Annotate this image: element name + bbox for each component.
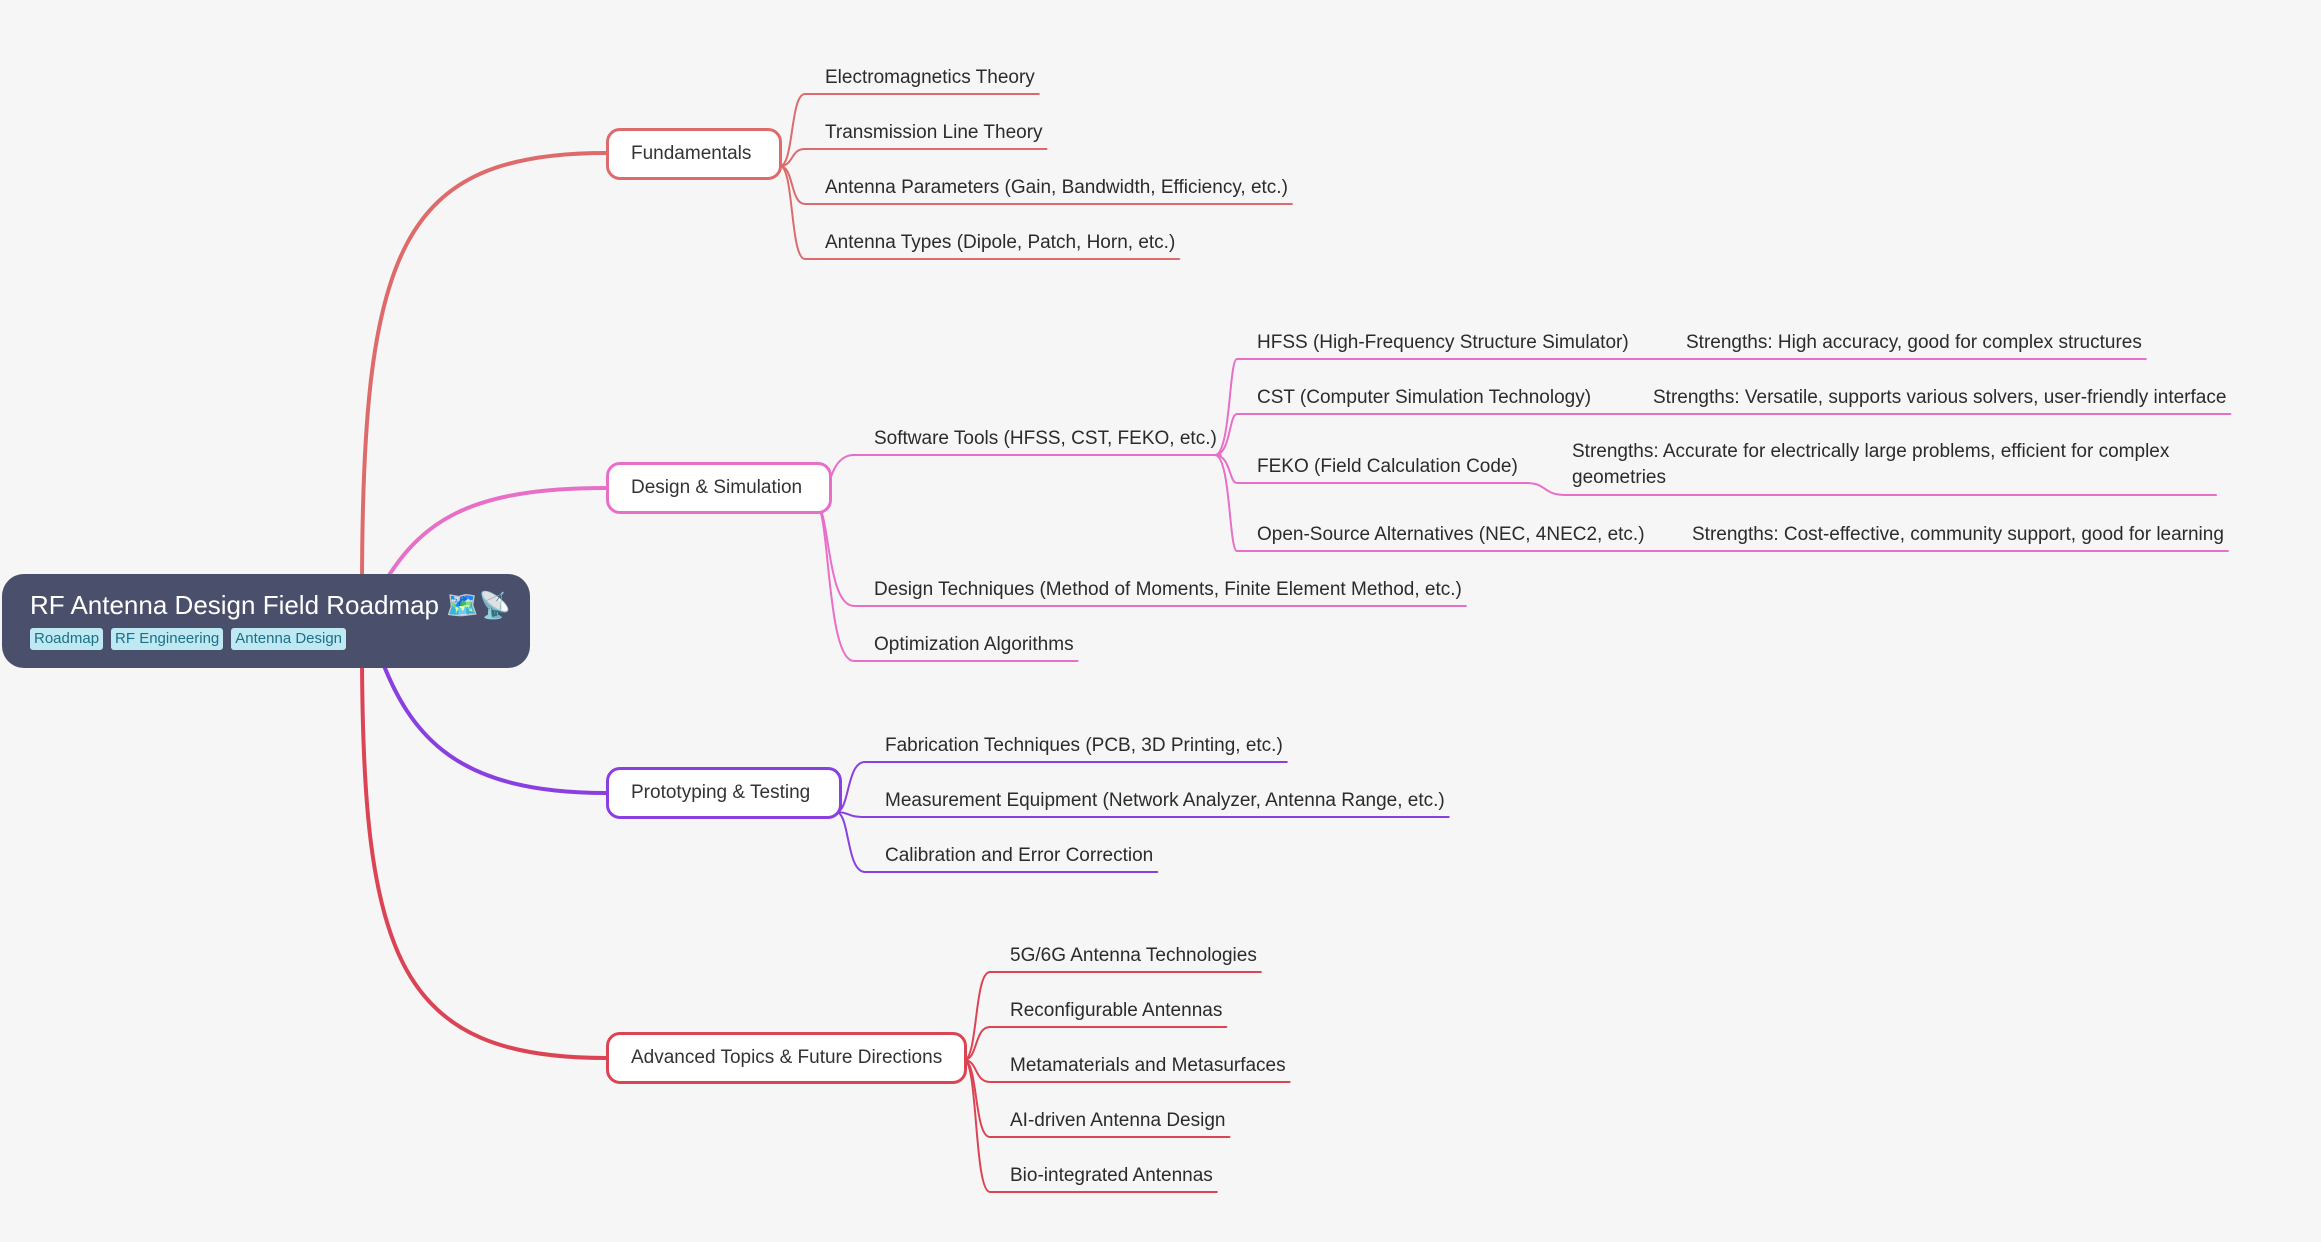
- leaf-bio-integrated[interactable]: Bio-integrated Antennas: [1010, 1165, 1213, 1186]
- connector-leaf-calibration: [835, 811, 1159, 873]
- connector-leaf-transmission-line-theory: [779, 148, 1048, 167]
- connector-leaf-feko: [1213, 454, 2217, 496]
- connector-leaf-cst: [1213, 412, 2232, 456]
- tag-roadmap[interactable]: Roadmap: [30, 628, 104, 650]
- leaf-transmission-line-theory[interactable]: Transmission Line Theory: [825, 122, 1043, 143]
- tag-antenna-design[interactable]: Antenna Design: [231, 628, 347, 650]
- connector-leaf-antenna-parameters: [779, 165, 1293, 205]
- leaf-5g-6g[interactable]: 5G/6G Antenna Technologies: [1010, 945, 1257, 966]
- leaf-reconfigurable[interactable]: Reconfigurable Antennas: [1010, 1000, 1223, 1021]
- leaf-cst-strengths[interactable]: Strengths: Versatile, supports various s…: [1653, 387, 2227, 408]
- leaf-design-techniques[interactable]: Design Techniques (Method of Moments, Fi…: [874, 579, 1462, 600]
- branch-advanced-topics[interactable]: Advanced Topics & Future Directions: [606, 1032, 967, 1084]
- connector-leaf-bio-integrated: [963, 1059, 1218, 1193]
- leaf-open-source-strengths[interactable]: Strengths: Cost-effective, community sup…: [1692, 524, 2224, 545]
- leaf-ai-driven[interactable]: AI-driven Antenna Design: [1010, 1110, 1226, 1131]
- leaf-hfss[interactable]: HFSS (High-Frequency Structure Simulator…: [1257, 332, 1629, 353]
- leaf-antenna-types[interactable]: Antenna Types (Dipole, Patch, Horn, etc.…: [825, 232, 1176, 253]
- leaf-calibration[interactable]: Calibration and Error Correction: [885, 845, 1154, 866]
- root-title: RF Antenna Design Field Roadmap 🗺️📡: [30, 590, 511, 620]
- connector-leaf-reconfigurable: [963, 1026, 1228, 1061]
- leaf-feko[interactable]: FEKO (Field Calculation Code): [1257, 456, 1518, 477]
- leaf-cst[interactable]: CST (Computer Simulation Technology): [1257, 387, 1592, 408]
- leaf-software-tools[interactable]: Software Tools (HFSS, CST, FEKO, etc.): [874, 428, 1217, 449]
- leaf-optimization-algorithms[interactable]: Optimization Algorithms: [874, 634, 1074, 655]
- leaf-feko-strengths[interactable]: Strengths: Accurate for electrically lar…: [1572, 441, 2170, 488]
- branch-design-simulation[interactable]: Design & Simulation: [606, 462, 832, 514]
- connector-root-prototyping: [376, 648, 608, 795]
- root-node[interactable]: RF Antenna Design Field Roadmap 🗺️📡 Road…: [2, 574, 530, 668]
- connector-leaf-software-tools: [815, 454, 1222, 506]
- connector-leaf-electromagnetics-theory: [779, 93, 1040, 167]
- connector-leaf-open-source: [1213, 454, 2229, 552]
- root-tags: Roadmap RF Engineering Antenna Design: [30, 628, 530, 650]
- leaf-metamaterials[interactable]: Metamaterials and Metasurfaces: [1010, 1055, 1286, 1076]
- leaf-fabrication-techniques[interactable]: Fabrication Techniques (PCB, 3D Printing…: [885, 735, 1283, 756]
- connector-root-design: [378, 486, 608, 592]
- leaf-antenna-parameters[interactable]: Antenna Parameters (Gain, Bandwidth, Eff…: [825, 177, 1288, 198]
- connector-root-fundamentals: [360, 151, 608, 592]
- leaf-measurement-equipment[interactable]: Measurement Equipment (Network Analyzer,…: [885, 790, 1445, 811]
- leaf-hfss-strengths[interactable]: Strengths: High accuracy, good for compl…: [1686, 332, 2142, 353]
- branch-prototyping-testing[interactable]: Prototyping & Testing: [606, 767, 842, 819]
- leaf-open-source[interactable]: Open-Source Alternatives (NEC, 4NEC2, et…: [1257, 524, 1645, 545]
- connector-leaf-hfss: [1213, 358, 2147, 456]
- connector-root-advanced: [360, 648, 608, 1060]
- tag-rf-engineering[interactable]: RF Engineering: [111, 628, 224, 650]
- branch-fundamentals[interactable]: Fundamentals: [606, 128, 782, 180]
- connector-leaf-antenna-types: [779, 165, 1181, 260]
- leaf-electromagnetics-theory[interactable]: Electromagnetics Theory: [825, 67, 1035, 88]
- connector-leaf-5g-6g: [963, 971, 1262, 1061]
